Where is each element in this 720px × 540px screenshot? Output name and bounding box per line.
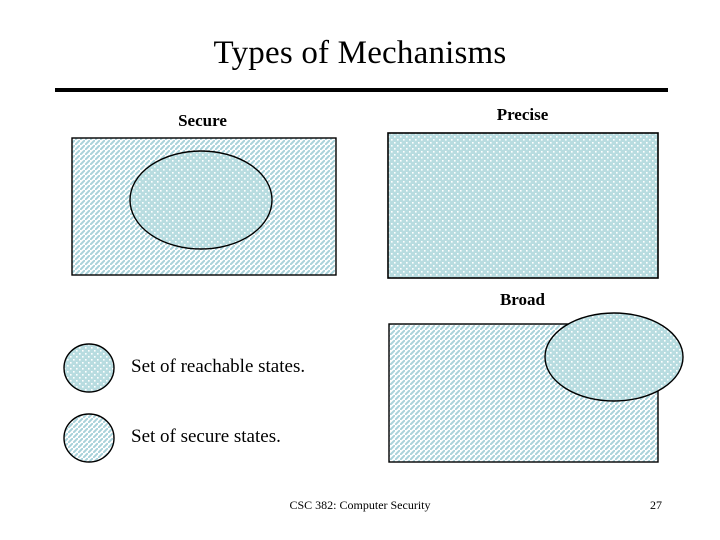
footer-page-number: 27 — [650, 498, 662, 512]
secure-reachable-ellipse — [129, 150, 273, 250]
figure-broad — [388, 312, 684, 463]
broad-reachable-ellipse — [544, 312, 684, 402]
legend-item-secure: Set of secure states. — [63, 413, 483, 465]
figure-label-broad: Broad — [499, 290, 546, 309]
figure-label-precise: Precise — [496, 105, 549, 124]
legend-swatch-secure-icon — [63, 413, 115, 463]
page-title: Types of Mechanisms — [213, 35, 507, 71]
legend-swatch-reachable-icon — [63, 343, 115, 393]
legend-item-reachable: Set of reachable states. — [63, 343, 483, 395]
figure-secure — [71, 137, 337, 276]
precise-rect — [387, 132, 659, 279]
footer-course-name: CSC 382: Computer Security — [289, 498, 431, 512]
legend-label-reachable: Set of reachable states. — [131, 356, 306, 377]
figure-label-secure: Secure — [178, 111, 227, 130]
legend-label-secure: Set of secure states. — [131, 426, 281, 447]
figure-precise — [387, 132, 659, 279]
title-divider — [55, 88, 668, 92]
